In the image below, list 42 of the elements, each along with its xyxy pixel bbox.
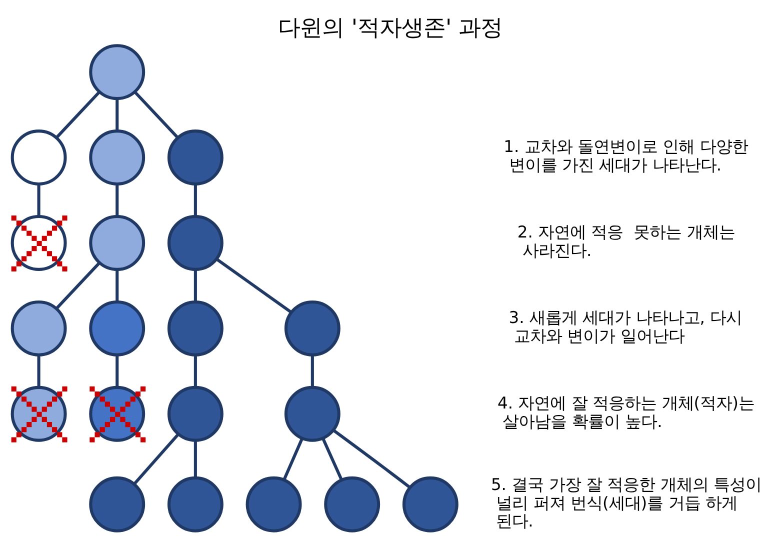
connector	[37, 184, 40, 216]
connector	[216, 258, 292, 314]
connector	[332, 429, 411, 489]
label: 4. 자연에 잘 적응하는 개체(적자)는 살아남을 확률이 높다.	[498, 394, 754, 431]
node-circle	[10, 130, 67, 186]
node-circle	[89, 130, 146, 186]
node-circle	[89, 44, 146, 100]
connector	[322, 438, 343, 481]
node-circle	[324, 476, 380, 532]
label: 2. 자연에 적응 못하는 개체는 사라진다.	[517, 222, 735, 260]
node-circle	[402, 476, 458, 532]
label: 1. 교차와 돌연변이로 인해 다양한 변이를 가진 세대가 나타난다.	[504, 137, 748, 175]
connector	[134, 90, 179, 139]
connector	[116, 354, 119, 388]
connector	[194, 354, 197, 388]
connector	[116, 184, 119, 216]
node-circle	[89, 300, 146, 356]
connector	[194, 184, 197, 216]
node-circle	[167, 300, 224, 356]
node-circle	[284, 386, 340, 442]
connector	[133, 434, 180, 486]
node-circle	[10, 300, 67, 356]
connector	[116, 98, 119, 131]
connector	[282, 438, 304, 481]
connector	[55, 90, 100, 139]
node-circle	[167, 476, 224, 532]
connector	[194, 440, 197, 478]
connector	[194, 269, 197, 302]
node-circle	[167, 386, 224, 442]
connector	[116, 269, 119, 302]
node-circle	[167, 214, 224, 271]
node-circle	[246, 476, 302, 532]
node-circle	[89, 476, 146, 532]
connector	[310, 354, 314, 388]
diagram-title: 다윈의 '적자생존' 과정	[278, 15, 503, 42]
label: 5. 결국 가장 잘 적응한 개체의 특성이 널리 퍼져 번식(세대)를 거듭 하게 된다.	[490, 474, 762, 531]
node-circle	[284, 300, 340, 356]
connector	[55, 262, 100, 310]
node-circle	[89, 214, 146, 271]
node-circle	[167, 130, 224, 186]
connector	[37, 354, 40, 388]
label: 3. 새롭게 세대가 나타나고, 다시 교차와 변이가 일어난다	[508, 308, 742, 346]
